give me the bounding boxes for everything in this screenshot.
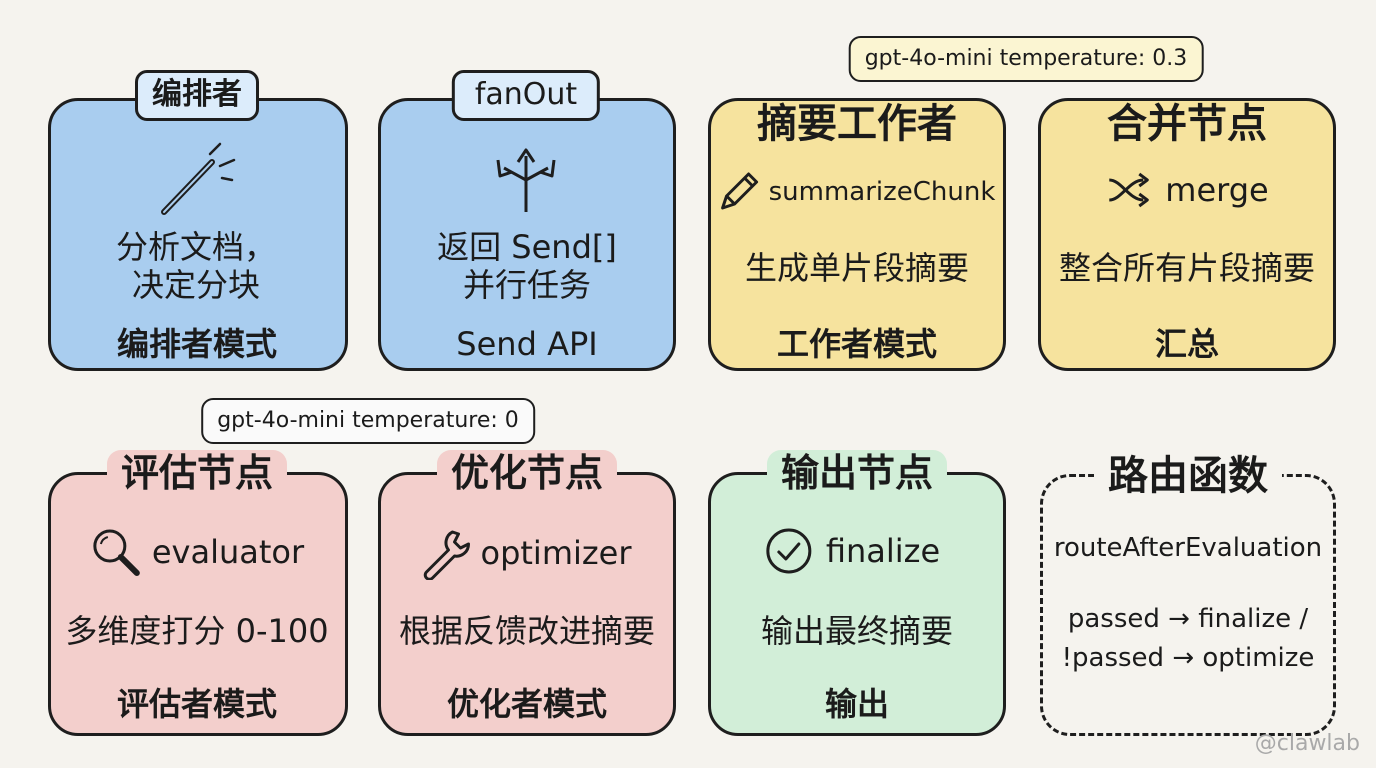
- fanout-desc-line2: 并行任务: [462, 266, 591, 305]
- orchestrator-desc-line1: 分析文档，: [115, 228, 277, 266]
- router-fn: routeAfterEvaluation: [1053, 533, 1323, 563]
- output-card: [708, 472, 1006, 736]
- model-temperature-pill-mid: gpt-4o-mini temperature: 0: [201, 398, 535, 444]
- wrench-icon: [423, 530, 470, 580]
- output-fn: finalize: [825, 532, 941, 570]
- split-arrows-icon: [496, 148, 556, 212]
- optimizer-fn: optimizer: [480, 534, 632, 572]
- router-rule-line1: passed → finalize /: [1067, 604, 1309, 634]
- summary-worker-fn: summarizeChunk: [768, 177, 996, 207]
- watermark: @clawlab: [1254, 731, 1360, 756]
- orchestrator-card: [48, 98, 348, 371]
- orchestrator-desc-line2: 决定分块: [131, 266, 261, 305]
- fanout-desc-line1: 返回 Send[]: [437, 228, 617, 266]
- router-rules: passed → finalize / !passed → optimize: [1062, 600, 1315, 678]
- summary-worker-pattern: 工作者模式: [776, 325, 938, 363]
- router-title: 路由函数: [1094, 456, 1282, 496]
- optimizer-pattern: 优化者模式: [446, 685, 608, 723]
- summary-worker-title: 摘要工作者: [757, 101, 957, 147]
- output-fn-row: finalize: [764, 526, 940, 576]
- fanout-pattern: Send API: [456, 325, 598, 363]
- router-rule-line2: !passed → optimize: [1061, 643, 1315, 673]
- merge-card: [1038, 98, 1336, 371]
- optimizer-title: 优化节点: [436, 450, 618, 498]
- check-circle-icon: [766, 528, 812, 574]
- optimizer-desc: 根据反馈改进摘要: [398, 612, 656, 650]
- summary-worker-card: [708, 98, 1006, 371]
- fanout-title: fanOut: [451, 70, 601, 121]
- evaluator-title: 评估节点: [106, 450, 288, 498]
- merge-fn: merge: [1165, 171, 1269, 209]
- magic-wand-icon: [161, 142, 236, 215]
- merge-fn-row: merge: [1105, 170, 1269, 210]
- optimizer-fn-row: optimizer: [418, 526, 632, 580]
- orchestrator-pattern: 编排者模式: [116, 325, 278, 363]
- fanout-card: [378, 98, 676, 371]
- merge-title: 合并节点: [1107, 101, 1267, 147]
- magnifier-icon: [93, 529, 140, 576]
- merge-desc: 整合所有片段摘要: [1058, 249, 1316, 287]
- shuffle-icon: [1109, 172, 1149, 208]
- model-temperature-pill-top: gpt-4o-mini temperature: 0.3: [848, 36, 1204, 82]
- output-title: 输出节点: [766, 450, 948, 498]
- output-pattern: 输出: [824, 685, 890, 723]
- summary-worker-fn-row: summarizeChunk: [717, 170, 996, 214]
- merge-pattern: 汇总: [1154, 325, 1220, 363]
- evaluator-pattern: 评估者模式: [116, 685, 278, 723]
- optimizer-card: [378, 472, 676, 736]
- evaluator-desc: 多维度打分 0-100: [65, 612, 329, 650]
- evaluator-fn-row: evaluator: [90, 526, 304, 578]
- fanout-desc: 返回 Send[] 并行任务: [437, 228, 617, 305]
- orchestrator-desc: 分析文档， 决定分块: [116, 228, 276, 305]
- orchestrator-title: 编排者: [135, 70, 259, 121]
- summary-worker-desc: 生成单片段摘要: [744, 249, 970, 287]
- pencil-icon: [721, 172, 759, 210]
- evaluator-fn: evaluator: [151, 533, 305, 571]
- output-desc: 输出最终摘要: [760, 612, 954, 650]
